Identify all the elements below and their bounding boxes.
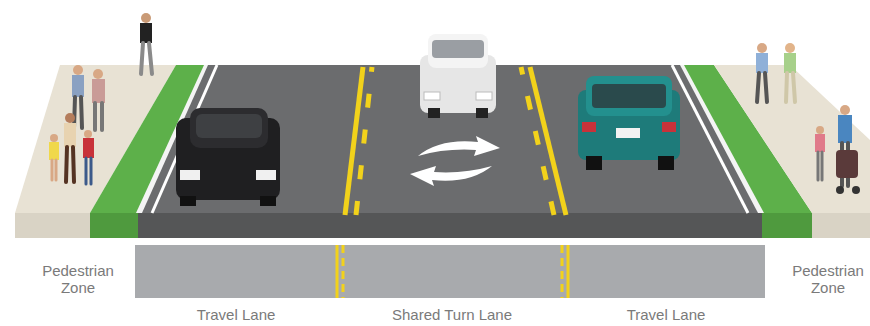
- sidewalk-face: [15, 213, 90, 238]
- plan-band: [135, 245, 765, 298]
- curb: [680, 65, 764, 213]
- solid-yellow-line: [345, 67, 363, 215]
- dashed-yellow-line: [561, 245, 564, 298]
- turn-arrow: [410, 166, 492, 186]
- planting-face: [762, 213, 812, 238]
- planting-face: [90, 213, 138, 238]
- pedestrians: [49, 13, 860, 194]
- dashed-yellow-line: [342, 245, 345, 298]
- zone-label: Travel Lane: [586, 306, 746, 323]
- zone-label: Pedestrian Zone: [33, 262, 123, 296]
- road-face: [138, 213, 762, 238]
- white-car: [420, 34, 496, 118]
- dashed-yellow-line: [521, 67, 554, 215]
- zone-label: Pedestrian Zone: [786, 262, 870, 296]
- sidewalk-face: [812, 213, 870, 238]
- zone-label: Shared Turn Lane: [352, 306, 552, 323]
- solid-yellow-line: [336, 245, 339, 298]
- solid-yellow-line: [567, 245, 570, 298]
- zone-label: Travel Lane: [156, 306, 316, 323]
- edge-line: [672, 65, 748, 213]
- teal-car: [578, 76, 680, 170]
- black-car: [176, 108, 280, 206]
- turn-arrow: [418, 136, 500, 156]
- dashed-yellow-line: [356, 67, 372, 215]
